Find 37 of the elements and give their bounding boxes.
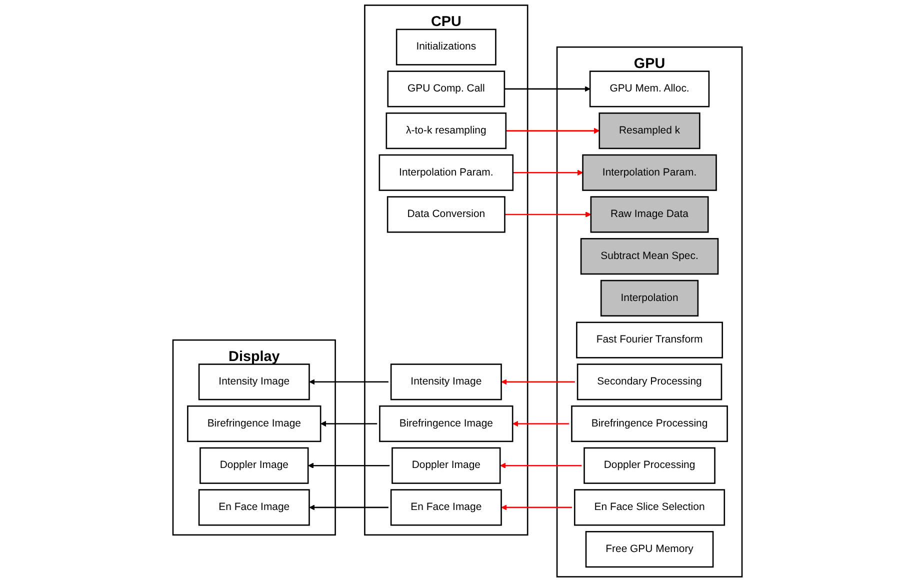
node-box: Fast Fourier Transform	[576, 322, 723, 358]
node-box: Raw Image Data	[590, 196, 709, 233]
arrow	[504, 86, 590, 92]
node-box: Data Conversion	[386, 196, 506, 233]
node-box: Initializations	[396, 28, 496, 66]
node-box: Doppler Processing	[584, 447, 716, 484]
arrow	[506, 128, 600, 134]
node-box: Birefringence Image	[379, 405, 514, 442]
arrow	[501, 379, 575, 385]
arrow	[309, 379, 388, 385]
arrow	[501, 504, 572, 510]
node-box: Resampled k	[598, 112, 700, 150]
node-box: En Face Image	[198, 489, 310, 526]
node-box: Birefringence Image	[187, 405, 322, 442]
node-box: Free GPU Memory	[585, 531, 714, 568]
arrow	[512, 420, 570, 427]
node-box: Interpolation	[600, 280, 699, 316]
node-box: Doppler Image	[392, 447, 501, 484]
node-box: Secondary Processing	[576, 364, 722, 400]
arrow	[320, 420, 378, 427]
arrow	[309, 504, 388, 510]
node-box: GPU Comp. Call	[387, 70, 506, 108]
node-box: En Face Slice Selection	[574, 489, 726, 526]
arrow	[504, 212, 592, 218]
arrow	[500, 462, 582, 468]
arrow	[308, 462, 390, 468]
node-box: En Face Image	[390, 489, 502, 526]
node-box: Intensity Image	[198, 364, 310, 400]
node-box: Interpolation Param.	[582, 154, 717, 191]
node-box: GPU Mem. Alloc.	[589, 70, 710, 108]
node-box: Interpolation Param.	[378, 154, 514, 191]
node-box: Doppler Image	[200, 447, 309, 484]
node-box: Subtract Mean Spec.	[580, 238, 719, 275]
node-box: λ-to-k resampling	[386, 112, 507, 150]
node-box: Birefringence Processing	[571, 405, 728, 442]
node-box: Intensity Image	[390, 364, 502, 400]
arrow	[512, 170, 584, 176]
